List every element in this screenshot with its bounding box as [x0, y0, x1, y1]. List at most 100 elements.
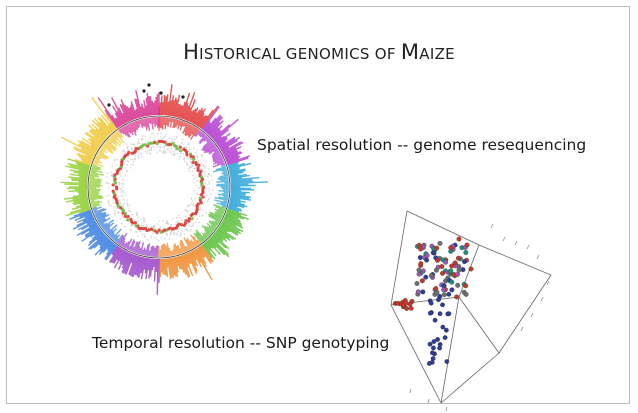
circos-inner-point — [206, 194, 209, 196]
circos-inner-point — [170, 223, 173, 226]
circos-inner-point — [190, 158, 192, 160]
circos-inner-point — [107, 186, 110, 189]
circos-outlier-point — [147, 83, 151, 87]
circos-outer-spike — [228, 203, 245, 209]
circos-inner-point — [144, 135, 147, 138]
circos-inner-point — [185, 209, 188, 212]
circos-outer-spike — [228, 162, 252, 170]
circos-outer-spike — [196, 113, 205, 126]
circos-inner-spike — [93, 209, 98, 213]
circos-inner-point — [118, 182, 121, 184]
circos-outer-spike — [116, 110, 125, 125]
circos-inner-spike — [93, 160, 99, 164]
circos-inner-point — [198, 221, 200, 224]
circos-inner-point — [207, 199, 209, 201]
circos-inner-point — [130, 143, 132, 145]
circos-outer-spike — [104, 109, 119, 129]
circos-outer-spike — [179, 255, 187, 275]
circos-inner-point — [126, 204, 129, 207]
circos-inner-spike — [119, 128, 125, 135]
circos-inner-point — [166, 234, 169, 237]
circos-inner-spike — [172, 118, 175, 123]
circos-inner-point — [156, 238, 158, 241]
circos-inner-spike — [103, 142, 112, 150]
circos-outer-spike — [136, 256, 143, 277]
circos-outer-spike — [148, 95, 152, 116]
circos-inner-spike — [184, 245, 189, 252]
circos-outer-spike — [100, 114, 115, 132]
circos-inner-point — [179, 235, 181, 237]
circos-inner-spike — [184, 123, 191, 136]
pca-point — [440, 302, 445, 308]
circos-outer-spike — [105, 113, 118, 130]
circos-inner-point — [176, 152, 179, 155]
circos-inner-point — [196, 180, 198, 182]
circos-inner-point — [116, 158, 119, 161]
circos-inner-point — [194, 220, 197, 223]
circos-inner-spike — [184, 123, 190, 133]
circos-outer-spike — [206, 239, 221, 255]
circos-inner-point — [204, 165, 207, 168]
circos-inner-spike — [153, 247, 156, 257]
circos-inner-point — [185, 146, 188, 148]
circos-inner-spike — [212, 150, 220, 156]
pca-point — [434, 245, 440, 251]
circos-inner-spike — [89, 188, 102, 191]
circos-core-point — [121, 211, 125, 215]
circos-inner-spike — [191, 127, 198, 135]
circos-outer-spike — [225, 213, 241, 222]
circos-core-point — [139, 226, 143, 231]
circos-inner-point — [144, 235, 147, 238]
pca-point — [463, 291, 469, 297]
circos-inner-point — [165, 133, 167, 136]
pca-point — [428, 273, 434, 279]
circos-inner-point — [198, 215, 201, 217]
circos-inner-point — [183, 232, 186, 235]
circos-inner-spike — [92, 163, 98, 167]
circos-outer-spike — [73, 171, 89, 176]
circos-core-point — [134, 147, 138, 151]
circos-inner-point — [126, 164, 128, 166]
circos-inner-spike — [92, 206, 102, 211]
circos-inner-point — [151, 146, 153, 149]
circos-inner-spike — [112, 133, 122, 144]
circos-inner-point — [171, 138, 173, 140]
circos-outer-spike — [224, 151, 241, 160]
circos-outer-spike — [87, 232, 104, 247]
circos-outer-spike — [205, 114, 222, 133]
pca-point — [426, 361, 432, 366]
circos-outer-spike — [131, 254, 136, 264]
circos-outer-spike — [207, 239, 217, 249]
circos-outer-spike — [176, 104, 181, 118]
circos-inner-spike — [108, 137, 118, 147]
circos-outer-spike — [227, 157, 249, 166]
circos-outer-spike — [228, 166, 240, 171]
circos-outer-spike — [174, 94, 181, 117]
circos-inner-spike — [176, 245, 180, 255]
circos-core-point — [193, 211, 198, 216]
circos-outer-spike — [229, 171, 244, 176]
circos-outer-spike — [79, 176, 88, 179]
circos-inner-point — [190, 228, 192, 231]
circos-inner-point — [179, 155, 181, 157]
circos-outer-spike — [99, 239, 112, 253]
circos-outer-spike — [230, 178, 252, 183]
circos-outer-spike — [230, 174, 250, 179]
circos-inner-spike — [89, 194, 102, 198]
circos-outer-spike — [178, 105, 184, 119]
circos-inner-point — [140, 138, 143, 140]
circos-inner-point — [169, 232, 172, 235]
circos-inner-point — [108, 182, 110, 185]
circos-inner-spike — [138, 119, 141, 125]
circos-inner-point — [170, 140, 173, 142]
circos-inner-spike — [213, 203, 226, 210]
circos-outer-spike — [223, 217, 243, 227]
pca-3d-scatter-plot — [390, 210, 552, 412]
circos-inner-point — [124, 225, 126, 228]
pca-tick — [502, 236, 506, 242]
circos-inner-spike — [214, 199, 228, 204]
circos-inner-spike — [146, 243, 151, 257]
circos-outer-spike — [196, 248, 207, 265]
circos-inner-point — [190, 197, 193, 199]
circos-outer-spike — [224, 214, 242, 224]
